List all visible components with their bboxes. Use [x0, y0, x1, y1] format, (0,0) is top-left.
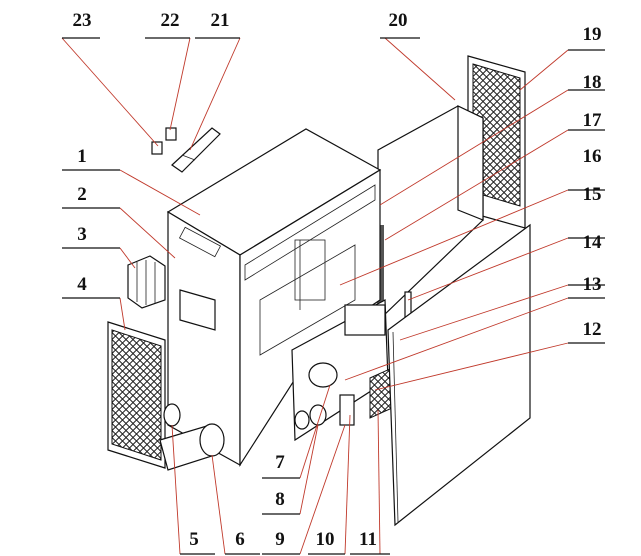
leader-line	[399, 284, 569, 341]
callout-number: 23	[73, 10, 92, 31]
callout-7: 7	[262, 384, 331, 479]
callout-number: 21	[211, 10, 230, 31]
leader-line	[189, 37, 241, 151]
callout-number: 18	[583, 72, 602, 93]
callout-number: 19	[583, 24, 602, 45]
callout-number: 14	[583, 232, 603, 253]
callout-8: 8	[262, 424, 319, 515]
callout-number: 17	[583, 110, 603, 131]
leader-line	[119, 247, 136, 269]
callout-19: 19	[519, 24, 605, 91]
callout-5: 5	[171, 424, 215, 555]
circuit-breaker	[127, 255, 166, 309]
callout-number: 22	[161, 10, 180, 31]
leader-line	[299, 384, 331, 479]
callout-number: 3	[77, 224, 87, 245]
front-filter-grille	[107, 321, 166, 469]
callout-1: 1	[62, 146, 201, 216]
leader-line	[171, 424, 181, 555]
callout-16: 16	[339, 146, 605, 286]
callout-17: 17	[384, 110, 605, 241]
leader-line	[377, 409, 381, 555]
callout-2: 2	[62, 184, 176, 259]
leader-line	[119, 207, 176, 259]
leader-line	[119, 297, 126, 331]
callout-11: 11	[350, 409, 390, 555]
component-plate	[291, 291, 412, 442]
callout-number: 7	[275, 452, 285, 473]
leader-line	[339, 189, 569, 286]
leader-line	[344, 414, 351, 555]
leader-line	[384, 129, 569, 241]
callout-15: 15	[407, 184, 605, 301]
leader-line	[299, 424, 346, 555]
main-cabinet	[166, 128, 382, 468]
callout-number: 15	[583, 184, 602, 205]
bracket	[179, 289, 216, 331]
callout-number: 6	[235, 529, 245, 550]
leader-line	[169, 37, 191, 131]
door-panel	[387, 223, 531, 527]
leader-line	[519, 49, 569, 91]
callout-number: 10	[316, 529, 335, 550]
callout-number: 4	[77, 274, 87, 295]
callout-4: 4	[62, 274, 126, 331]
leader-line	[299, 424, 319, 515]
callout-22: 22	[145, 10, 191, 131]
callout-number: 1	[77, 146, 87, 167]
callout-21: 21	[189, 10, 241, 151]
leader-line	[384, 37, 456, 101]
leader-line	[374, 342, 569, 391]
leader-line	[211, 454, 226, 555]
leader-line	[379, 89, 569, 206]
callout-14: 14	[399, 232, 605, 341]
callout-18: 18	[379, 72, 605, 206]
callout-number: 20	[389, 10, 408, 31]
leader-line	[407, 237, 569, 301]
leader-line	[61, 37, 159, 147]
leader-line	[119, 169, 201, 216]
door-edge	[392, 331, 399, 523]
callout-number: 16	[583, 146, 602, 167]
callout-23: 23	[61, 10, 159, 147]
callout-6: 6	[211, 454, 260, 555]
callout-3: 3	[62, 224, 136, 269]
callout-10: 10	[308, 414, 351, 555]
callout-9: 9	[262, 424, 346, 555]
callout-number: 11	[359, 529, 377, 550]
callout-20: 20	[380, 10, 456, 101]
callout-number: 5	[189, 529, 199, 550]
top-small-parts	[151, 127, 221, 173]
callout-number: 9	[275, 529, 285, 550]
callout-12: 12	[374, 319, 605, 391]
callout-number: 8	[275, 489, 285, 510]
leader-line	[344, 297, 569, 381]
callout-number: 2	[77, 184, 87, 205]
callout-number: 12	[583, 319, 602, 340]
